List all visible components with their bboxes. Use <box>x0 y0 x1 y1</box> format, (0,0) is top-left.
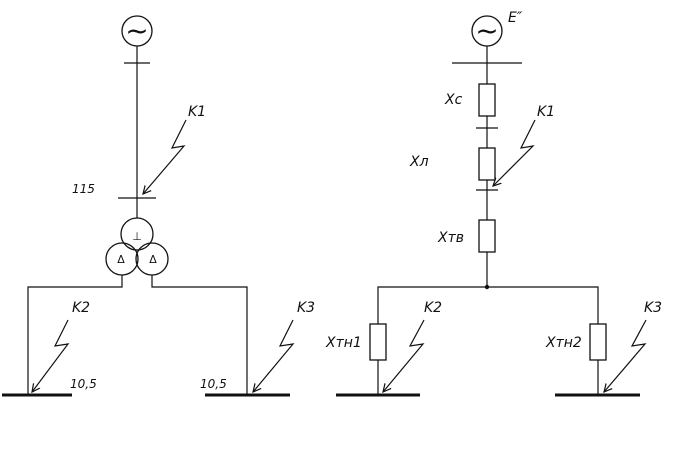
left-fault-k2-label: K2 <box>72 300 90 316</box>
left-lv2-wire <box>151 275 248 394</box>
right-xc-label: Xc <box>444 92 463 108</box>
right-emf-label: E″ <box>508 10 523 26</box>
transformer-hv-winding <box>120 217 154 251</box>
left-fault-k3-label: K3 <box>297 300 315 316</box>
right-fault-k2-label: K2 <box>424 300 442 316</box>
right-fault-k2-arrow <box>383 319 425 392</box>
left-fault-k2-arrow <box>32 319 70 392</box>
right-fault-k3-label: K3 <box>644 300 662 316</box>
right-branch-wire <box>377 286 599 324</box>
right-xtn2-label: Xтн2 <box>545 335 582 351</box>
right-fault-k1-label: K1 <box>537 104 555 120</box>
right-xc-element <box>478 83 496 117</box>
right-xl-element <box>478 147 496 181</box>
right-xtv-element <box>478 219 496 253</box>
transformer-delta2-glyph: Δ <box>149 253 157 266</box>
right-fault-k1-arrow <box>493 119 536 186</box>
left-hv-voltage: 115 <box>72 182 95 196</box>
left-lv1-voltage: 10,5 <box>70 377 97 391</box>
left-generator-symbol: ~ <box>125 14 148 47</box>
left-fault-k1-arrow <box>143 119 187 194</box>
left-fault-k3-arrow <box>253 319 295 392</box>
left-lv1-wire <box>27 275 123 394</box>
left-lv2-voltage: 10,5 <box>200 377 227 391</box>
right-xtv-label: Xтв <box>437 230 464 246</box>
transformer-star-glyph: ⊥ <box>132 230 142 243</box>
right-fault-k3-arrow <box>604 319 647 392</box>
left-scheme: ~ K1 115 ⊥ Δ Δ K2 10,5 K3 10,5 <box>2 14 315 397</box>
transformer-delta1-glyph: Δ <box>117 253 125 266</box>
right-xl-label: Xл <box>409 154 429 170</box>
right-generator-symbol: ~ <box>475 14 498 47</box>
right-xtn1-element <box>369 323 387 361</box>
left-fault-k1-label: K1 <box>188 104 206 120</box>
right-xtn2-element <box>589 323 607 361</box>
right-xtn1-label: Xтн1 <box>325 335 362 351</box>
right-scheme: ~ E″ Xc Xл K1 Xтв Xтн1 Xтн2 <box>325 10 662 397</box>
